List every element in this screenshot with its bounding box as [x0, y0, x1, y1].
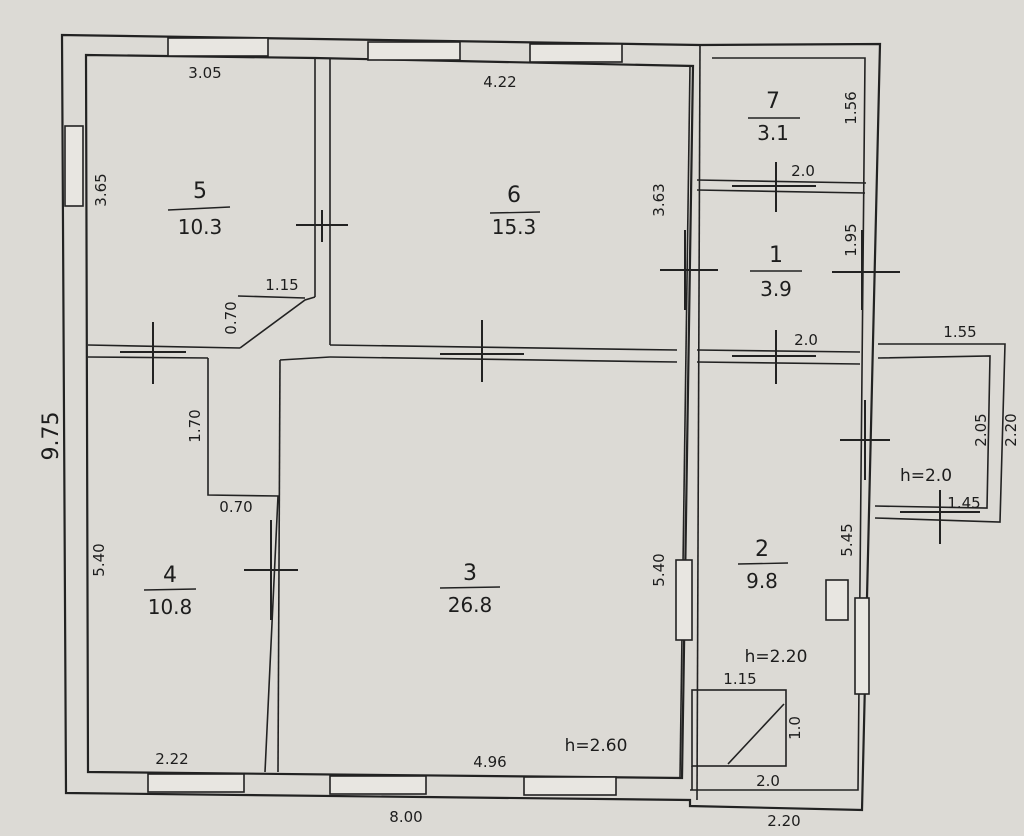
dim-passage-width: 1.15 — [265, 276, 298, 294]
dim-porch-width: 1.55 — [943, 323, 976, 341]
room-4-number: 4 — [163, 563, 177, 588]
dim-room1-height: 1.95 — [842, 223, 860, 256]
window-s-1 — [147, 773, 245, 793]
porch-walls — [874, 343, 1006, 523]
dim-room2-height: 5.45 — [838, 523, 856, 556]
dim-hall-height: 1.70 — [186, 409, 204, 442]
room-2-area: 9.8 — [746, 569, 778, 593]
dim-extension-width: 2.20 — [767, 812, 800, 830]
dim-passage-corner: 0.70 — [222, 301, 240, 334]
extension-walls — [679, 44, 867, 801]
dim-porch-inner-height: 2.05 — [972, 413, 990, 446]
window-n-3 — [529, 43, 623, 63]
window-s-3 — [523, 776, 617, 796]
dim-room7-width: 2.0 — [791, 162, 815, 180]
dim-room4-width: 2.22 — [155, 750, 188, 768]
dim-hall-offset: 0.70 — [219, 498, 252, 516]
window-n-2 — [367, 41, 461, 61]
height-labels: h=2.60 h=2.20 h=2.0 — [565, 466, 952, 756]
dim-stair-width: 1.15 — [723, 670, 756, 688]
windows — [64, 37, 870, 796]
height-porch: h=2.0 — [900, 466, 952, 486]
dim-stair-base: 2.0 — [756, 772, 780, 790]
dim-stair-height: 1.0 — [786, 716, 804, 740]
dim-room5-height: 3.65 — [92, 173, 110, 206]
interior-walls — [87, 58, 678, 773]
window-extension-east — [854, 597, 870, 695]
door-marks — [120, 162, 980, 620]
dim-room6-height: 3.63 — [650, 183, 668, 216]
vent-box — [825, 579, 849, 621]
dim-room5-width: 3.05 — [188, 64, 221, 82]
room-7-area: 3.1 — [757, 121, 789, 145]
room-5-number: 5 — [193, 179, 207, 204]
dim-overall-height: 9.75 — [39, 412, 64, 461]
dim-room6-width: 4.22 — [483, 73, 516, 91]
stair-box — [691, 689, 787, 790]
room-2-number: 2 — [755, 537, 769, 562]
dim-room7-height: 1.56 — [842, 91, 860, 124]
dim-room3-height: 5.40 — [650, 553, 668, 586]
room-7-number: 7 — [766, 89, 780, 114]
room-labels: 5 10.3 6 15.3 7 3.1 1 3.9 4 10.8 3 26.8 … — [143, 89, 802, 619]
dim-room4-height: 5.40 — [90, 543, 108, 576]
room-6-area: 15.3 — [492, 215, 537, 239]
window-w-1 — [64, 125, 84, 207]
room-3-area: 26.8 — [448, 593, 493, 617]
dim-room1-width: 2.0 — [794, 331, 818, 349]
room-6-number: 6 — [507, 183, 521, 208]
height-main: h=2.60 — [565, 736, 628, 756]
window-n-1 — [167, 37, 269, 57]
window-interior-east — [675, 559, 693, 641]
room-1-area: 3.9 — [760, 277, 792, 301]
room-4-area: 10.8 — [148, 595, 193, 619]
room-1-number: 1 — [769, 243, 783, 268]
dimension-labels: 3.05 4.22 2.0 2.0 1.15 0.70 2.22 4.96 1.… — [39, 64, 1020, 830]
dim-porch-outer-height: 2.20 — [1002, 413, 1020, 446]
room-3-number: 3 — [463, 561, 477, 586]
room-5-area: 10.3 — [178, 215, 223, 239]
height-extension: h=2.20 — [745, 647, 808, 667]
dim-room3-width: 4.96 — [473, 753, 506, 771]
dim-overall-width: 8.00 — [389, 808, 422, 826]
dim-porch-inner-width: 1.45 — [947, 494, 980, 512]
window-s-2 — [329, 775, 427, 795]
outer-walls — [60, 33, 882, 812]
